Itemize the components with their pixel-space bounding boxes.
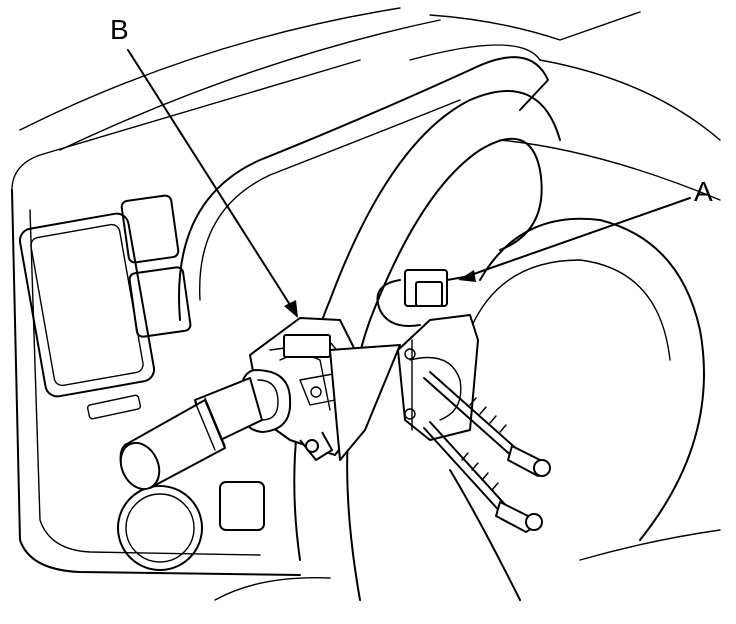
switch-housing-right (397, 314, 479, 441)
connector-a (376, 269, 471, 327)
turn-signal-lever (119, 369, 292, 491)
dashboard-outline (11, 7, 721, 601)
dash-switch-buttons (120, 194, 265, 531)
instrument-cluster-hood (178, 44, 549, 321)
steering-wheel (293, 90, 705, 601)
leader-line-a (458, 197, 691, 282)
dash-knob (117, 485, 203, 571)
mounting-screws (423, 371, 551, 533)
callout-label-a: A (694, 176, 713, 207)
leader-line-b (127, 49, 298, 318)
callout-label-b: B (110, 14, 129, 45)
